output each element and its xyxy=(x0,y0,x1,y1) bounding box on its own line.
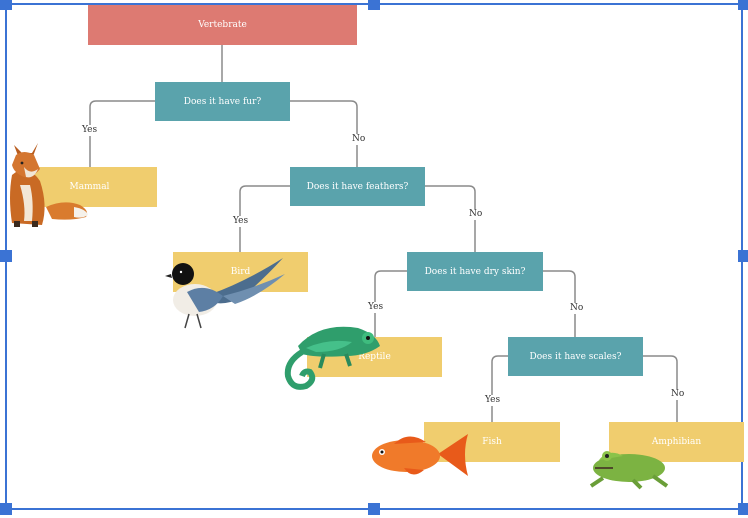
edge-label-yes: Yes xyxy=(81,125,99,136)
edge-label-yes: Yes xyxy=(232,216,250,227)
fox-image xyxy=(10,143,88,227)
edge-q2-bird xyxy=(239,185,290,252)
resize-handle-middle-left[interactable] xyxy=(0,250,12,262)
node-label: Does it have scales? xyxy=(529,351,622,362)
edge-q2-q3 xyxy=(425,185,476,252)
question-node-fur[interactable]: Does it have fur? xyxy=(155,82,290,121)
edge-label-no: No xyxy=(468,209,484,220)
leaf-node-mammal[interactable]: Mammal xyxy=(22,167,157,207)
node-label: Bird xyxy=(230,267,251,277)
node-label: Mammal xyxy=(69,182,110,192)
resize-handle-bottom-center[interactable] xyxy=(368,503,380,515)
resize-handle-bottom-right[interactable] xyxy=(738,503,748,515)
resize-handle-top-right[interactable] xyxy=(738,0,748,10)
question-node-dry-skin[interactable]: Does it have dry skin? xyxy=(407,252,543,291)
node-label: Vertebrate xyxy=(198,20,247,30)
node-label: Does it have feathers? xyxy=(306,181,409,192)
chameleon-image xyxy=(284,326,380,390)
magpie-image xyxy=(165,258,285,329)
goldfish-image xyxy=(372,434,468,476)
question-node-feathers[interactable]: Does it have feathers? xyxy=(290,167,425,206)
node-label: Does it have fur? xyxy=(183,96,262,107)
edge-label-yes: Yes xyxy=(484,395,502,406)
question-node-scales[interactable]: Does it have scales? xyxy=(508,337,643,376)
edge-q3-reptile xyxy=(374,270,407,337)
edge-q1-mammal xyxy=(89,100,155,167)
node-label: Reptile xyxy=(358,352,391,362)
resize-handle-top-left[interactable] xyxy=(0,0,12,10)
resize-handle-top-center[interactable] xyxy=(368,0,380,10)
edge-label-no: No xyxy=(351,134,367,145)
edge-q4-amphibian xyxy=(643,355,678,422)
edge-q1-q2 xyxy=(290,100,358,167)
node-label: Does it have dry skin? xyxy=(424,266,526,277)
edge-q3-q4 xyxy=(543,270,576,337)
node-label: Amphibian xyxy=(651,437,702,447)
frog-image xyxy=(589,451,669,490)
edge-label-no: No xyxy=(569,303,585,314)
edge-label-no: No xyxy=(670,389,686,400)
edge-q4-fish xyxy=(491,355,508,422)
edge-label-yes: Yes xyxy=(367,302,385,313)
node-label: Fish xyxy=(482,437,502,447)
root-node-vertebrate[interactable]: Vertebrate xyxy=(88,5,357,45)
resize-handle-middle-right[interactable] xyxy=(738,250,748,262)
resize-handle-bottom-left[interactable] xyxy=(0,503,12,515)
